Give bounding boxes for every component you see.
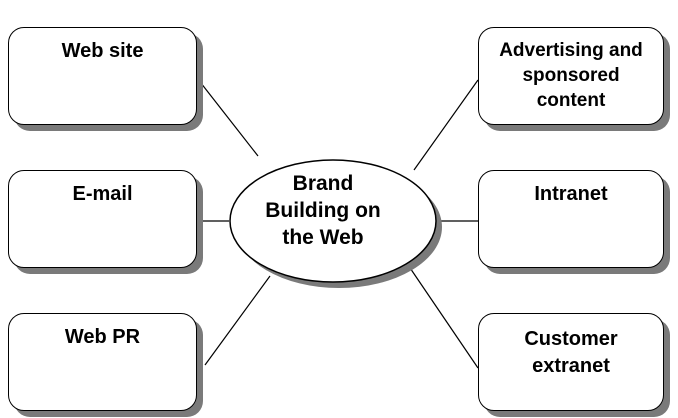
connector-web-site	[196, 77, 259, 157]
node-intranet: Intranet	[478, 170, 664, 268]
node-label: Web PR	[64, 326, 141, 348]
connector-advertising	[413, 79, 479, 171]
node-label: Intranet	[534, 183, 608, 205]
connector-web-pr	[204, 275, 271, 366]
center-ellipse	[229, 159, 437, 283]
node-customer-extranet: Customer extranet	[478, 313, 664, 411]
node-label: E-mail	[72, 183, 133, 205]
connector-customer-extranet	[405, 261, 479, 369]
node-web-pr: Web PR	[8, 313, 197, 411]
node-label: Web site	[61, 40, 144, 62]
center-label: Brand Building on the Web	[265, 172, 381, 249]
node-label: Advertising and sponsored content	[499, 40, 643, 111]
node-advertising: Advertising and sponsored content	[478, 27, 664, 125]
node-label: Customer extranet	[524, 328, 618, 377]
node-e-mail: E-mail	[8, 170, 197, 268]
node-web-site: Web site	[8, 27, 197, 125]
